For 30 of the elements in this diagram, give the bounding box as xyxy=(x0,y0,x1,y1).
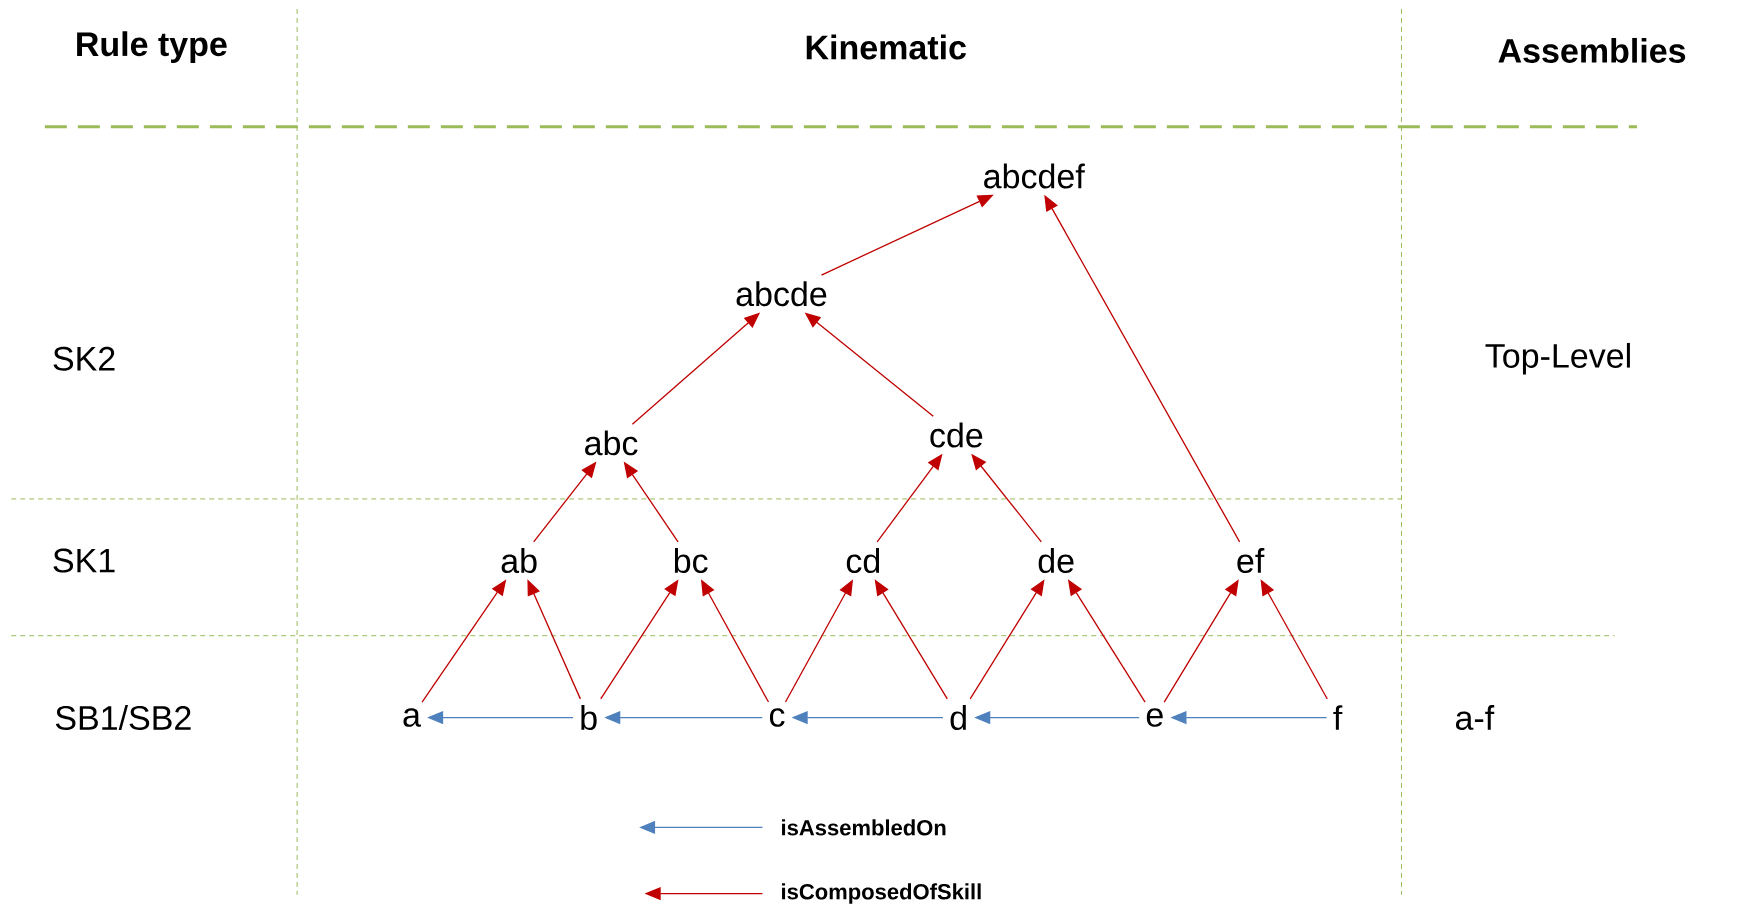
arrow xyxy=(969,579,1045,700)
row-label: SK1 xyxy=(53,548,115,573)
node-label: b xyxy=(581,704,597,730)
node-label: abc xyxy=(585,430,638,456)
node-label: abcde xyxy=(736,281,827,307)
node-label: de xyxy=(1038,547,1074,573)
node-label: cde xyxy=(930,422,983,448)
legend-label: isComposedOfSkill xyxy=(782,883,981,904)
node-label: d xyxy=(950,704,966,730)
legend-label: isAssembledOn xyxy=(782,819,946,836)
node-label: bc xyxy=(674,547,708,573)
node-label: ab xyxy=(501,547,537,573)
column-heading: Assemblies xyxy=(1498,37,1686,63)
node-label: f xyxy=(1333,705,1343,730)
node-label: ef xyxy=(1237,547,1265,573)
row-heading: Rule type xyxy=(77,31,227,63)
row-label: SK2 xyxy=(53,346,115,371)
node-label: c xyxy=(769,708,785,727)
node-label: abcdef xyxy=(984,163,1085,189)
column-heading: Kinematic xyxy=(806,34,966,60)
row-label: SB1/SB2 xyxy=(55,704,191,730)
arrow xyxy=(1260,579,1328,700)
row-label: Top-Level xyxy=(1485,342,1630,375)
node-label: a xyxy=(403,708,421,727)
node-label: cd xyxy=(846,547,880,573)
arrow xyxy=(600,579,679,700)
node-label: e xyxy=(1146,708,1163,727)
arrow xyxy=(1163,579,1239,703)
row-label: a-f xyxy=(1455,704,1495,730)
arrow xyxy=(874,579,948,700)
